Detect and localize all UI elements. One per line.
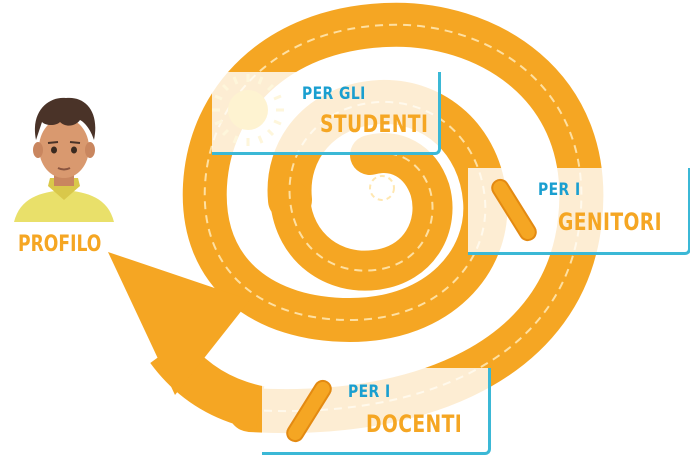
card-teachers[interactable]: PER I DOCENTI <box>262 368 491 455</box>
card-teachers-line1: PER I <box>348 382 391 402</box>
card-parents-line2: GENITORI <box>558 208 662 236</box>
card-teachers-line2: DOCENTI <box>366 410 463 438</box>
card-students[interactable]: PER GLI STUDENTI <box>212 72 441 155</box>
spiral-center <box>369 175 395 201</box>
arrow-head <box>108 252 250 395</box>
profile-label[interactable]: PROFILO <box>18 232 102 257</box>
boy-avatar-icon <box>14 97 114 222</box>
card-parents[interactable]: PER I GENITORI <box>468 168 690 255</box>
card-students-line2: STUDENTI <box>320 110 429 138</box>
card-parents-line1: PER I <box>538 180 581 200</box>
spiral-dashes <box>203 23 583 412</box>
card-students-line1: PER GLI <box>302 84 366 104</box>
